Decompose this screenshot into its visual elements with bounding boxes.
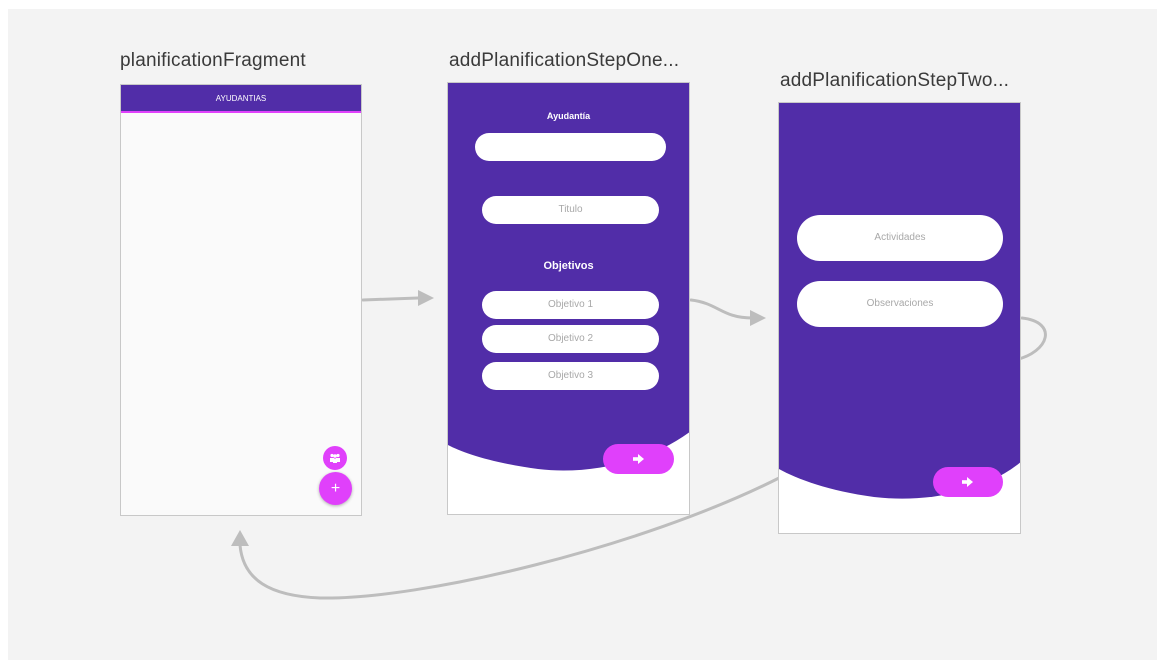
next-button[interactable] (603, 444, 674, 474)
titulo-field[interactable]: Titulo (482, 196, 659, 224)
screen-title-planification[interactable]: planificationFragment (120, 50, 306, 71)
arrow-right-icon (632, 454, 644, 464)
plus-icon: + (330, 480, 341, 497)
next-button[interactable] (933, 467, 1003, 497)
ayudantia-field[interactable] (475, 133, 666, 161)
objetivos-label: Objetivos (543, 260, 594, 272)
planification-screen[interactable]: AYUDANTIAS + (120, 84, 362, 516)
add-fab-button[interactable]: + (319, 472, 352, 505)
group-fab-button[interactable] (323, 446, 347, 470)
objetivo-1-field[interactable]: Objetivo 1 (482, 291, 659, 319)
group-icon (330, 453, 340, 463)
app-bar-title: AYUDANTIAS (215, 94, 267, 103)
step-one-screen[interactable]: Ayudantía Titulo Objetivos Objetivo 1 Ob… (447, 82, 690, 515)
objetivo-2-field[interactable]: Objetivo 2 (482, 325, 659, 353)
step-two-screen[interactable]: Actividades Observaciones (778, 102, 1021, 534)
screen-title-step-two[interactable]: addPlanificationStepTwo... (780, 70, 1010, 91)
app-bar: AYUDANTIAS (121, 85, 361, 113)
observaciones-field[interactable]: Observaciones (797, 281, 1003, 327)
actividades-field[interactable]: Actividades (797, 215, 1003, 261)
screen-title-step-one[interactable]: addPlanificationStepOne... (449, 50, 680, 71)
objetivo-3-field[interactable]: Objetivo 3 (482, 362, 659, 390)
arrow-right-icon (962, 477, 973, 487)
ayudantia-label: Ayudantía (546, 111, 591, 121)
